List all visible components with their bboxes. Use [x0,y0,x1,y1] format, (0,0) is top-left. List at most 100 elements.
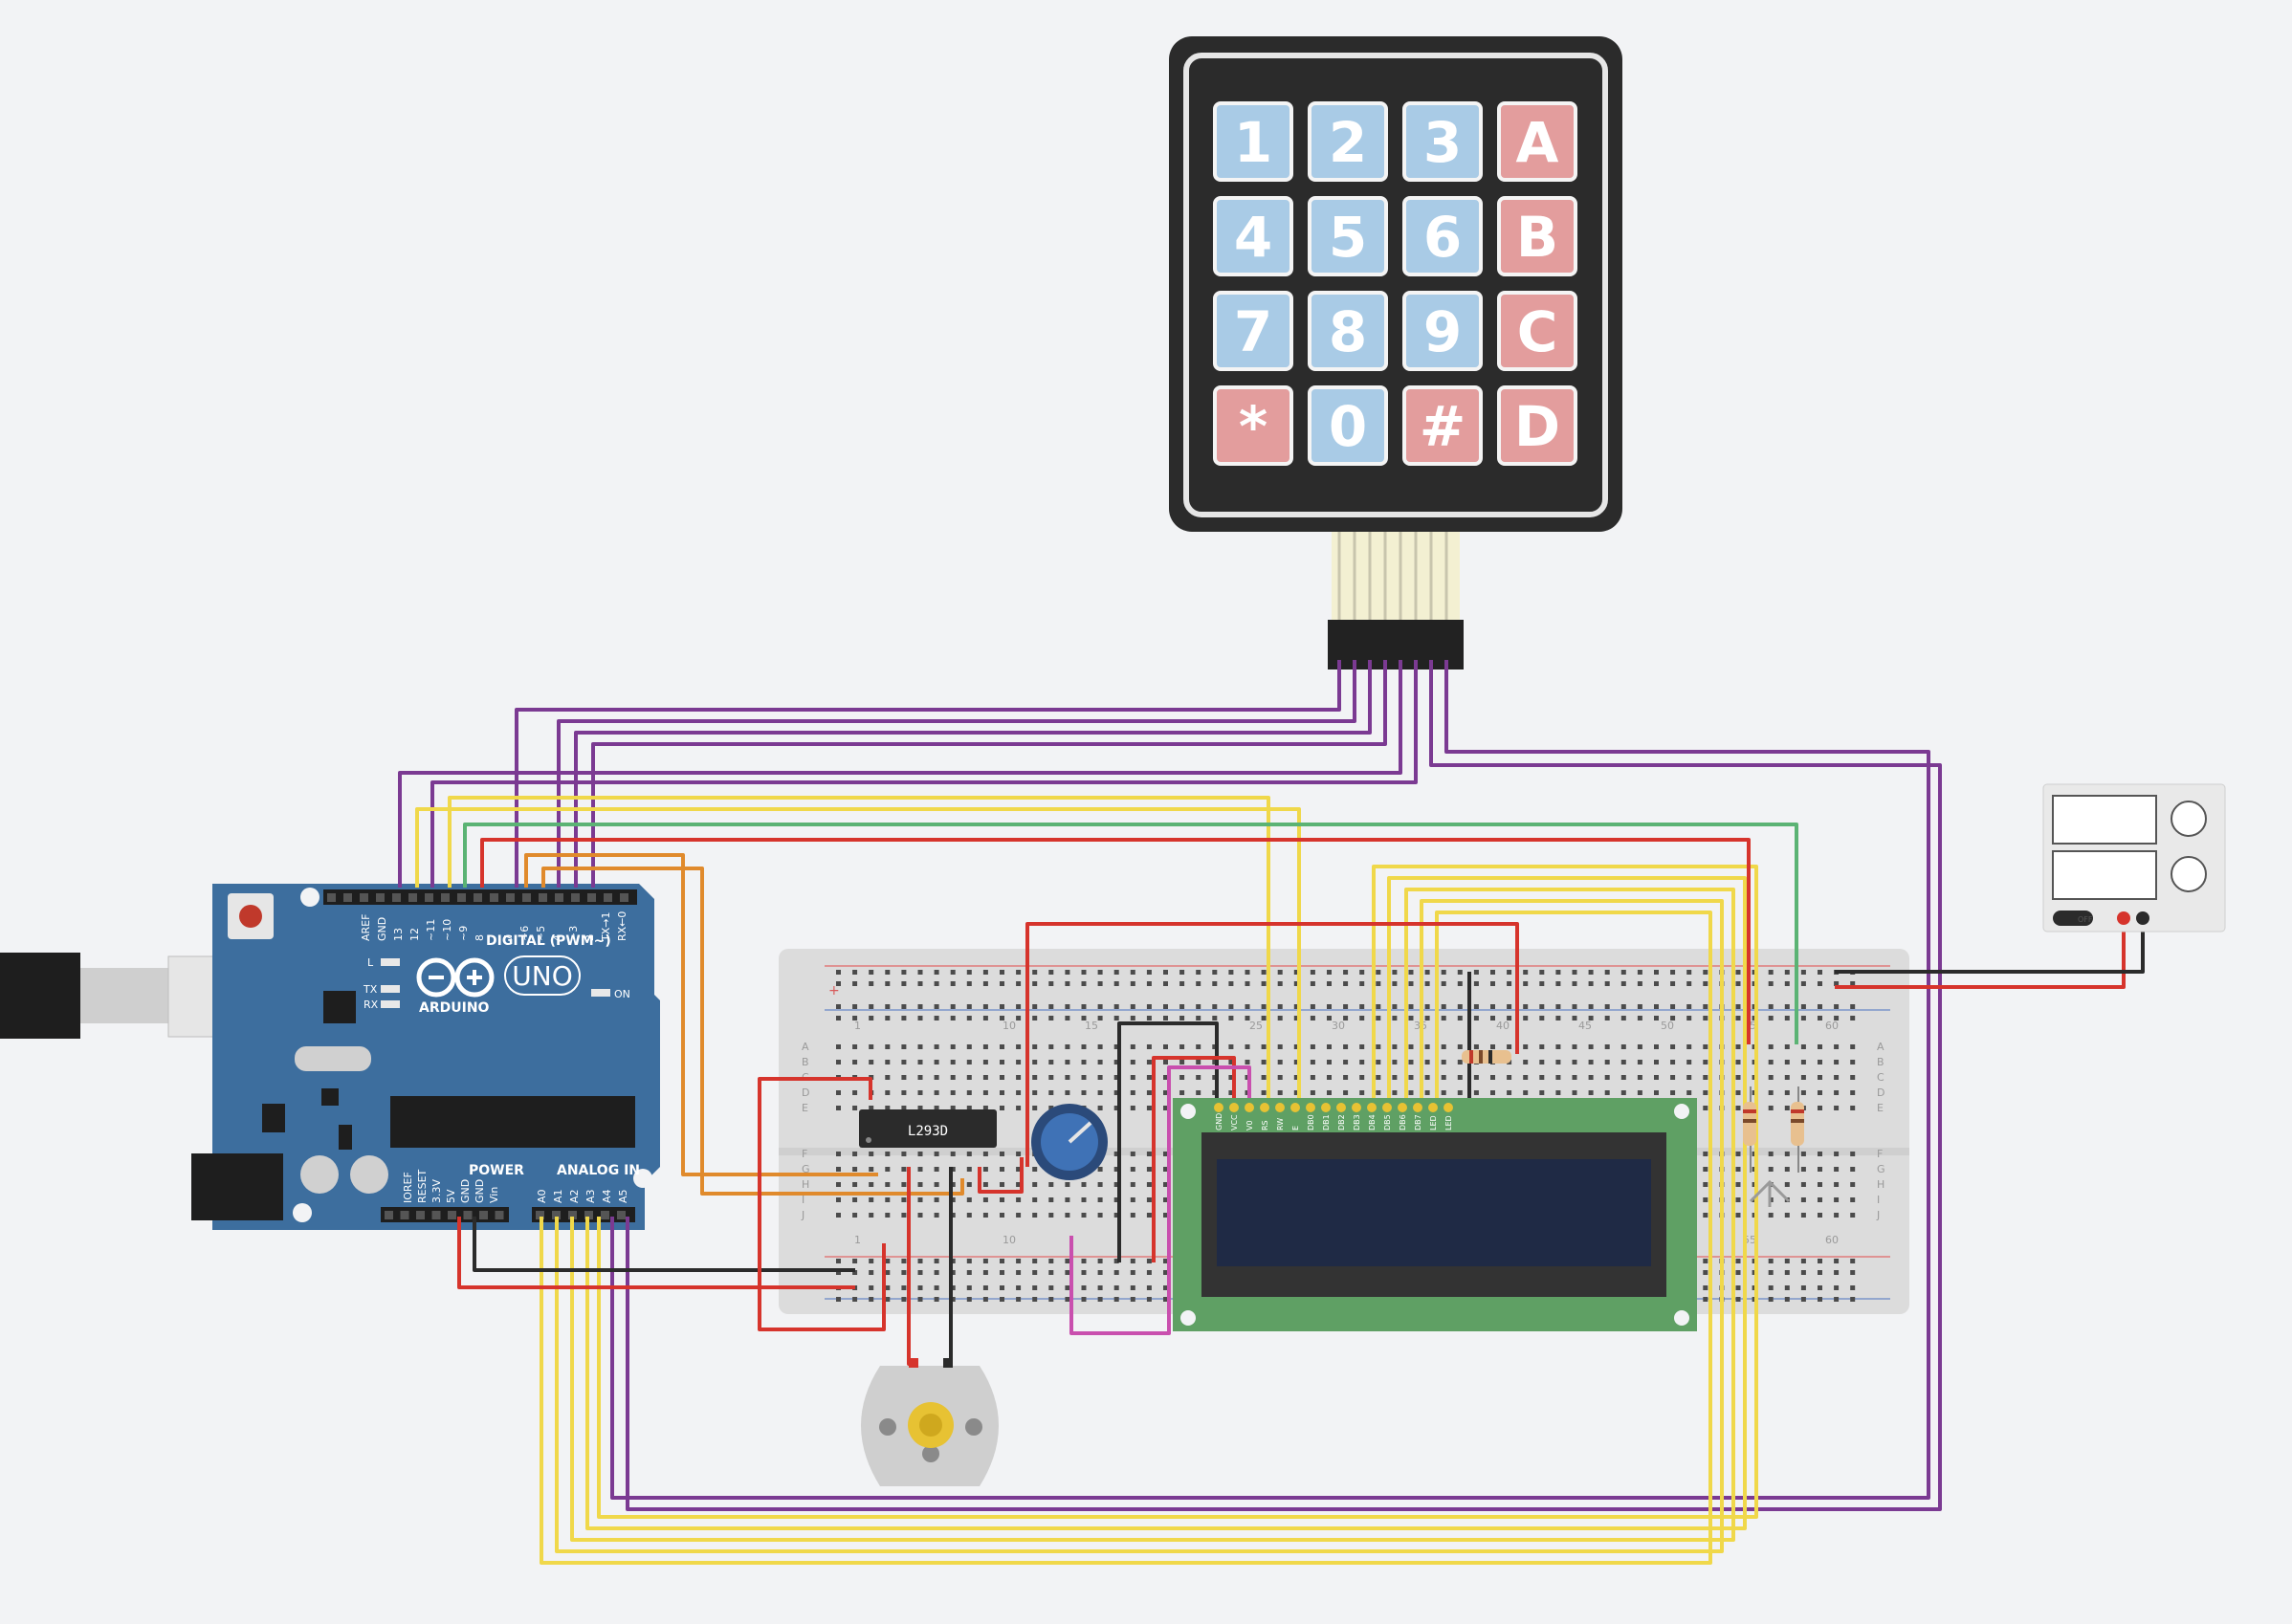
arduino-uno-board[interactable]: L TX RX ON UNO ARDUINO DIGITAL (PWM~) PO… [0,884,660,1230]
usb-cable [0,953,80,1039]
led-label-rx: RX [364,999,379,1011]
wire-yellow[interactable] [448,796,1270,1102]
digital-pin-label: ~5 [535,926,547,941]
wire-purple[interactable] [430,660,1418,888]
wire-black[interactable] [1835,918,2145,974]
row-letter: J [1876,1209,1880,1221]
keypad-key-#[interactable]: # [1402,385,1483,466]
keypad-key-A[interactable]: A [1497,101,1577,182]
power-header-label: POWER [469,1163,524,1178]
digital-pin-label: ~11 [425,919,437,941]
wire-black[interactable] [1117,1021,1219,1262]
led-label-l: L [367,956,374,969]
power-switch[interactable] [2053,911,2093,926]
analog-header-label: ANALOG IN [557,1163,640,1178]
keypad-key-*[interactable]: * [1213,385,1293,466]
reset-button[interactable] [239,905,262,928]
wire-purple[interactable] [557,660,1356,888]
key-label: C [1517,299,1558,364]
keypad-key-0[interactable]: 0 [1308,385,1388,466]
digital-pin-label: ~9 [457,926,470,941]
wire-purple[interactable] [591,660,1387,888]
lcd-pin-label: DB0 [1307,1114,1315,1130]
led-label-tx: TX [363,983,378,996]
column-number: 10 [1003,1234,1016,1246]
digital-pin-label: TX→1 [600,912,612,942]
key-label: 4 [1234,205,1272,270]
lcd-pin-label: DB4 [1368,1114,1377,1130]
resistor [1462,1050,1511,1064]
wire-black[interactable] [473,1217,855,1272]
keypad-ribbon [1332,532,1460,624]
current-knob[interactable] [2171,856,2207,892]
digital-pin-label: GND [376,917,388,941]
keypad-key-1[interactable]: 1 [1213,101,1293,182]
l293d-driver-ic[interactable]: L293D [859,1109,997,1148]
row-letter: J [801,1209,804,1221]
keypad-key-2[interactable]: 2 [1308,101,1388,182]
key-label: D [1514,394,1560,459]
key-label: 1 [1234,110,1272,175]
keypad-key-9[interactable]: 9 [1402,291,1483,371]
motor-gear-icon [908,1402,954,1448]
wire-purple[interactable] [626,660,1942,1511]
keypad-key-8[interactable]: 8 [1308,291,1388,371]
wire-red[interactable] [758,1077,886,1331]
wire-red[interactable] [480,838,1751,1044]
resistor [1791,1086,1804,1173]
keypad-key-C[interactable]: C [1497,291,1577,371]
wire-red[interactable] [457,1217,855,1289]
wire-red[interactable] [1152,1056,1236,1262]
on-led-label: ON [614,988,630,1000]
wire-purple[interactable] [610,660,1930,1500]
wire-red[interactable] [1835,918,2126,989]
digital-pin-label: 7 [502,934,515,941]
keypad-key-4[interactable]: 4 [1213,196,1293,276]
wire-yellow[interactable] [415,807,1301,1102]
wire-yellow[interactable] [555,899,1724,1553]
wire-red[interactable] [1025,922,1519,1167]
digital-pin-label: 13 [392,928,405,941]
key-label: 3 [1423,110,1462,175]
keypad-key-D[interactable]: D [1497,385,1577,466]
row-letter: I [802,1194,804,1206]
column-number: 40 [1496,1020,1510,1032]
lcd-screen [1217,1159,1651,1266]
dc-motor[interactable] [861,1358,999,1486]
key-label: 2 [1329,110,1367,175]
board-model: UNO [512,960,572,992]
wire-yellow[interactable] [540,911,1712,1565]
lcd-pin-label: DB3 [1353,1114,1361,1130]
keypad-key-3[interactable]: 3 [1402,101,1483,182]
digital-pin-label: ~10 [441,919,453,941]
keypad-key-6[interactable]: 6 [1402,196,1483,276]
power-pin-label: RESET [416,1169,429,1203]
wire-red[interactable] [978,1157,1024,1194]
column-number: 25 [1249,1020,1263,1032]
keypad-key-7[interactable]: 7 [1213,291,1293,371]
row-letter: E [802,1102,808,1114]
wire-yellow[interactable] [585,876,1747,1530]
voltage-knob[interactable] [2171,801,2207,837]
lcd-pin-label: E [1291,1126,1300,1130]
wire-yellow[interactable] [597,865,1758,1519]
dc-power-supply[interactable]: OFF [2042,783,2226,933]
power-pin-label: GND [459,1179,472,1203]
wire-purple[interactable] [398,660,1402,888]
wire-pink[interactable] [1069,1065,1251,1335]
column-number: 10 [1003,1020,1016,1032]
key-label: 5 [1329,205,1367,270]
row-letter: E [1877,1102,1884,1114]
lcd-pin-label: LED [1444,1115,1453,1130]
potentiometer[interactable] [1031,1104,1108,1180]
keypad-key-5[interactable]: 5 [1308,196,1388,276]
wire-orange[interactable] [524,853,878,1176]
wire-green[interactable] [463,823,1798,1044]
analog-pin-label: A2 [568,1189,581,1203]
wire-orange[interactable] [541,867,964,1196]
digital-pin-label: 4 [551,934,563,941]
keypad-key-B[interactable]: B [1497,196,1577,276]
key-label: * [1239,394,1267,459]
